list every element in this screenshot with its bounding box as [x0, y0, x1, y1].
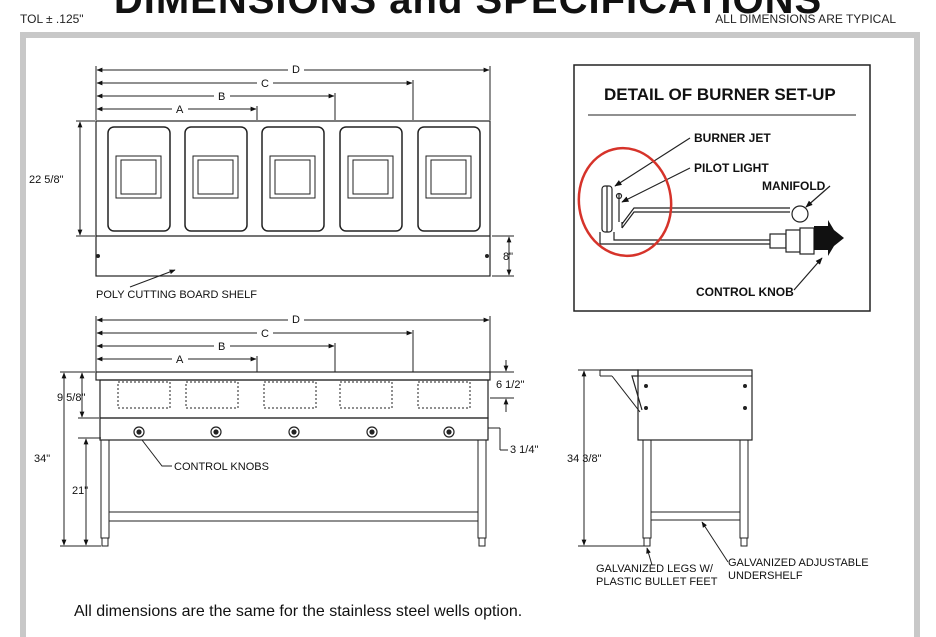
shelf-depth-label: 8": [503, 251, 513, 263]
top-dim-d: D: [292, 64, 300, 76]
typical-note: ALL DIMENSIONS ARE TYPICAL: [715, 12, 896, 26]
front-dim-b: B: [218, 341, 225, 353]
front-dim-a: A: [176, 354, 184, 366]
front-dim-c: C: [261, 328, 269, 340]
burner-detail: [573, 64, 871, 312]
side-height-label: 34 3/8": [567, 453, 602, 465]
well-height-label: 9 5/8": [57, 392, 85, 404]
top-dim-a: A: [176, 104, 184, 116]
front-view: [60, 316, 514, 547]
burner-jet-label: BURNER JET: [694, 131, 771, 145]
highlight-circle: [577, 146, 673, 258]
undershelf-caption-2: UNDERSHELF: [728, 570, 803, 582]
pilot-light-label: PILOT LIGHT: [694, 161, 769, 175]
shelf-caption: POLY CUTTING BOARD SHELF: [96, 289, 257, 301]
legs-caption-1: GALVANIZED LEGS W/: [596, 563, 714, 575]
detail-title: DETAIL OF BURNER SET-UP: [604, 85, 836, 104]
knob-offset-label: 3 1/4": [510, 444, 538, 456]
leg-height-label: 21": [72, 485, 88, 497]
top-dim-b: B: [218, 91, 225, 103]
top-height-label: 22 5/8": [29, 174, 64, 186]
total-height-label: 34": [34, 453, 50, 465]
top-dim-c: C: [261, 78, 269, 90]
top-view: [76, 66, 514, 288]
page-title: DIMENSIONS and SPECIFICATIONS: [113, 0, 823, 22]
front-dim-d: D: [292, 314, 300, 326]
manifold-label: MANIFOLD: [762, 179, 826, 193]
legs-caption-2: PLASTIC BULLET FEET: [596, 576, 718, 588]
top-depth-label: 6 1/2": [496, 379, 524, 391]
tolerance-note: TOL ± .125": [20, 12, 84, 26]
knobs-caption: CONTROL KNOBS: [174, 461, 269, 473]
side-view: [578, 369, 753, 566]
control-knobs: [133, 426, 455, 438]
undershelf-caption-1: GALVANIZED ADJUSTABLE: [728, 557, 869, 569]
control-knob-label: CONTROL KNOB: [696, 285, 794, 299]
footer-note: All dimensions are the same for the stai…: [74, 603, 523, 620]
